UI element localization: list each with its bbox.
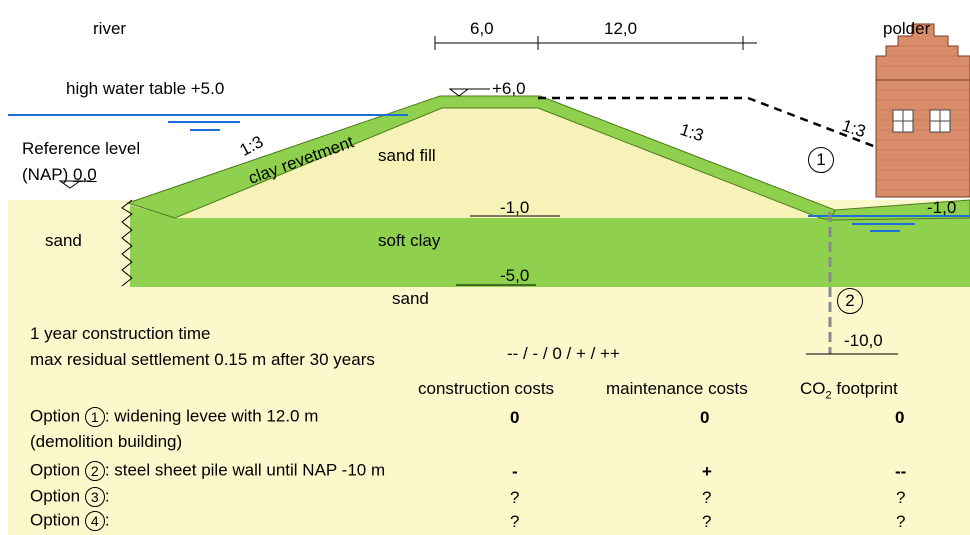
requirement-construction-time: 1 year construction time bbox=[30, 324, 211, 343]
rating-scale: -- / - / 0 / + / ++ bbox=[507, 344, 620, 363]
crest-level-label: +6,0 bbox=[492, 79, 526, 98]
option-1-row-label: Option 1: widening levee with 12.0 m bbox=[30, 407, 318, 427]
option-4-row-label: Option 4: bbox=[30, 511, 110, 531]
header-construction-costs: construction costs bbox=[418, 379, 555, 398]
option-2-co2: -- bbox=[895, 462, 907, 481]
sand-fill-label: sand fill bbox=[378, 146, 436, 165]
option-1-maintenance: 0 bbox=[700, 408, 710, 427]
crest-level-marker bbox=[448, 88, 470, 97]
option-text: : steel sheet pile wall until NAP -10 m bbox=[104, 460, 386, 480]
option-1-marker: 1 bbox=[808, 147, 834, 173]
header-co2-footprint: CO2 footprint bbox=[800, 380, 898, 401]
option-prefix: Option bbox=[30, 460, 85, 480]
river-label: river bbox=[93, 19, 127, 38]
option-2-row-label: Option 2: steel sheet pile wall until NA… bbox=[30, 461, 385, 481]
level-minus10-label: -10,0 bbox=[844, 331, 883, 350]
header-maintenance-costs: maintenance costs bbox=[606, 379, 748, 398]
option-3-row-label: Option 3: bbox=[30, 487, 110, 507]
option-number: 2 bbox=[84, 461, 105, 481]
nap-value: 0,0 bbox=[73, 165, 97, 184]
option-prefix: Option bbox=[30, 486, 85, 506]
option-number: 4 bbox=[84, 511, 105, 531]
nap-label: (NAP) 0,0 bbox=[22, 166, 97, 183]
option-4-maintenance: ? bbox=[702, 512, 712, 531]
level-minus1-polder-label: -1,0 bbox=[927, 198, 957, 217]
option-number: 1 bbox=[84, 407, 105, 427]
jagged-edge bbox=[121, 199, 133, 287]
nap-text: (NAP) bbox=[22, 165, 69, 184]
soft-clay-label: soft clay bbox=[378, 231, 441, 250]
option-3-co2: ? bbox=[896, 488, 906, 507]
dimension-widening: 12,0 bbox=[604, 19, 638, 38]
option-4-co2: ? bbox=[896, 512, 906, 531]
sand-fill-body bbox=[175, 100, 820, 218]
option-text: : bbox=[104, 510, 110, 530]
option-3-construction: ? bbox=[510, 488, 520, 507]
option-text: : widening levee with 12.0 m bbox=[104, 406, 319, 426]
option-1-construction: 0 bbox=[510, 408, 520, 427]
sand-left-label: sand bbox=[45, 231, 82, 250]
polder-label: polder bbox=[883, 19, 931, 38]
high-water-label: high water table +5.0 bbox=[66, 79, 225, 98]
option-number: 3 bbox=[84, 487, 105, 507]
option-3-maintenance: ? bbox=[702, 488, 712, 507]
option-4-construction: ? bbox=[510, 512, 520, 531]
co2-prefix: CO bbox=[800, 379, 826, 398]
level-minus1-label: -1,0 bbox=[500, 198, 530, 217]
option-2-maintenance: + bbox=[702, 462, 712, 481]
reference-level-label: Reference level bbox=[22, 139, 141, 158]
requirement-settlement: max residual settlement 0.15 m after 30 … bbox=[30, 350, 375, 369]
level-minus5-label: -5,0 bbox=[500, 266, 530, 285]
option-prefix: Option bbox=[30, 406, 85, 426]
option-prefix: Option bbox=[30, 510, 85, 530]
co2-suffix: footprint bbox=[831, 379, 898, 398]
soft-clay-layer bbox=[130, 205, 970, 287]
option-1-co2: 0 bbox=[895, 408, 905, 427]
clay-revetment-layer bbox=[126, 95, 836, 221]
option-2-marker: 2 bbox=[837, 288, 863, 314]
option-text: : bbox=[104, 486, 110, 506]
option-2-construction: - bbox=[512, 462, 518, 481]
co2-subscript: 2 bbox=[825, 389, 832, 402]
sand-bottom-label: sand bbox=[392, 289, 429, 308]
polder-house bbox=[875, 23, 970, 198]
option-1-note: (demolition building) bbox=[30, 432, 183, 451]
dimension-crest-width: 6,0 bbox=[470, 19, 494, 38]
